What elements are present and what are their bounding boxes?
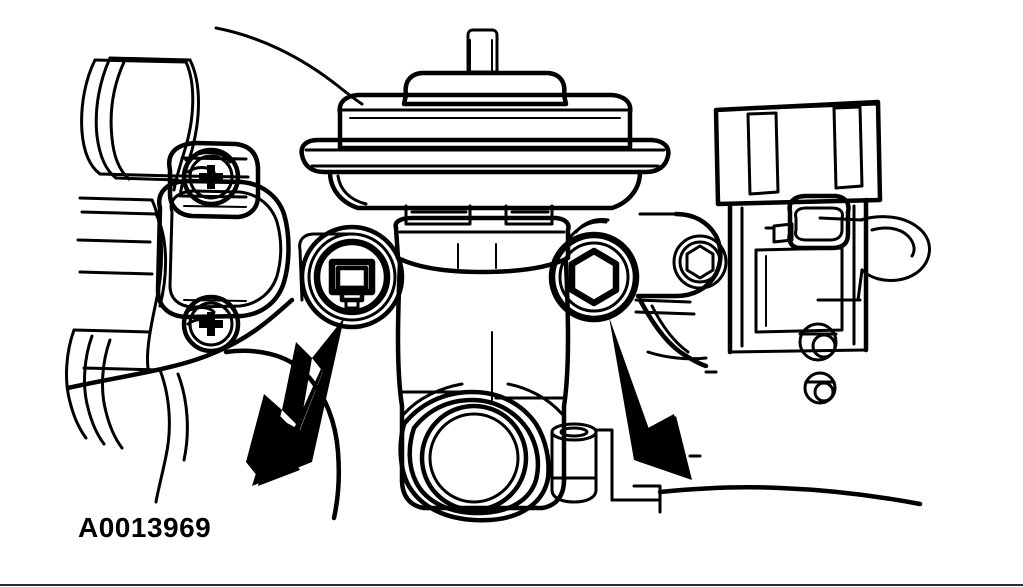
vacuum-hose-leader bbox=[214, 26, 364, 106]
intake-manifold-right-contours bbox=[634, 211, 931, 369]
intake-port-bore bbox=[398, 389, 598, 523]
callout-arrows bbox=[246, 317, 692, 486]
figure-bottom-border bbox=[0, 584, 1023, 586]
left-mounting-bolt bbox=[298, 224, 405, 330]
electrical-connector bbox=[713, 99, 883, 405]
throttle-position-sensor bbox=[155, 140, 291, 354]
figure-caption: A0013969 bbox=[78, 512, 212, 543]
right-mounting-bolt bbox=[548, 218, 640, 323]
intake-manifold-left-contours bbox=[65, 56, 342, 521]
lower-background-contours bbox=[594, 370, 923, 514]
vacuum-nipple bbox=[466, 28, 499, 74]
